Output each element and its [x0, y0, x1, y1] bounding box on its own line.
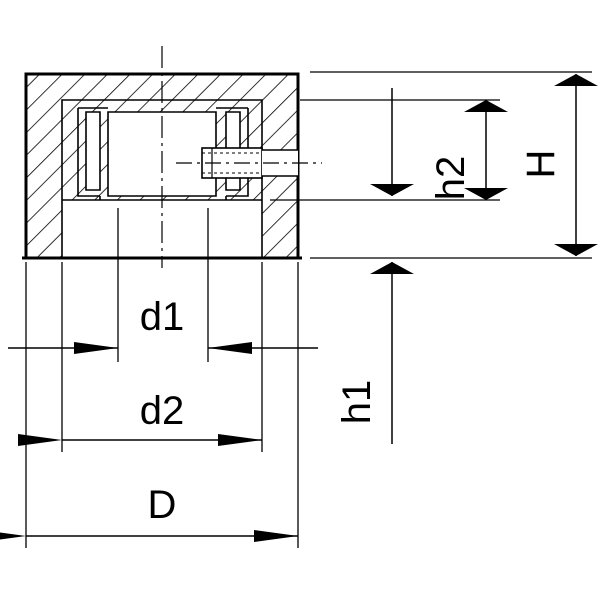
- knob-hatched-material: [26, 74, 298, 258]
- dimension-lines: [0, 74, 598, 542]
- label-h2: h2: [429, 156, 473, 201]
- label-H: H: [519, 150, 563, 179]
- knob-section: [22, 46, 322, 268]
- label-D: D: [148, 483, 177, 527]
- label-d1: d1: [140, 295, 185, 339]
- label-h1: h1: [335, 380, 379, 425]
- label-d2: d2: [140, 389, 185, 433]
